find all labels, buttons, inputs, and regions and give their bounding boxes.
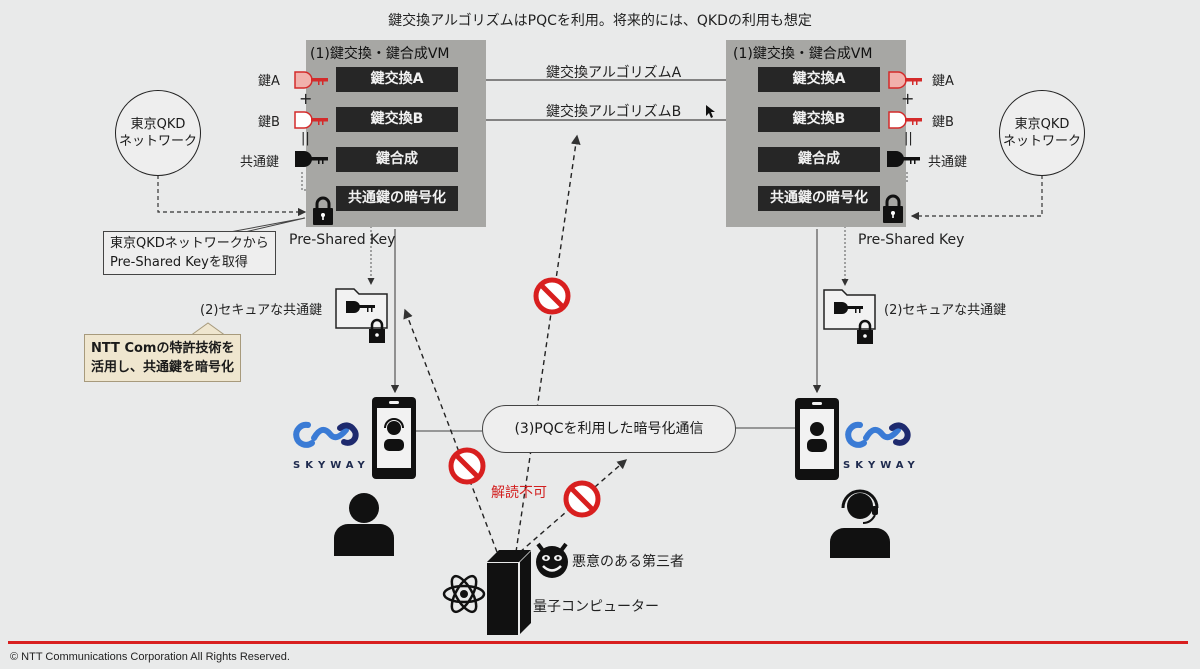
- right-qkd-network-circle: 東京QKD ネットワーク: [999, 90, 1085, 176]
- key-a-icon: [888, 71, 922, 89]
- psk-callout: 東京QKDネットワークから Pre-Shared Keyを取得: [103, 231, 276, 275]
- note-line1: NTT Comの特許技術を: [91, 341, 235, 356]
- right-lock-to-secure-key-dotted: [841, 216, 880, 286]
- right-common-key-label: 共通鍵: [928, 155, 968, 170]
- common-key-icon: [295, 151, 328, 167]
- smartphone-operator-icon: [372, 397, 416, 479]
- callout-line1: 東京QKDネットワークから: [110, 236, 269, 251]
- quantum-computer-label: 量子コンピューター: [533, 599, 659, 615]
- secure-key-folder-icon: [335, 288, 388, 343]
- right-key-exchange-a-box: 鍵交換A: [758, 67, 880, 92]
- lock-icon: [883, 194, 903, 223]
- left-key-exchange-a-box: 鍵交換A: [336, 67, 458, 92]
- common-key-icon: [887, 151, 920, 167]
- left-key-exchange-b-box: 鍵交換B: [336, 107, 458, 132]
- right-key-encryption-box: 共通鍵の暗号化: [758, 186, 880, 211]
- right-vm-title: (1)鍵交換・鍵合成VM: [733, 46, 873, 62]
- operator-headset-person-icon: [830, 489, 890, 558]
- mouse-cursor-icon: [706, 105, 715, 118]
- left-qkd-dashed-path: [157, 168, 307, 217]
- right-key-exchange-b-box: 鍵交換B: [758, 107, 880, 132]
- pqc-communication-pill: (3)PQCを利用した暗号化通信: [482, 405, 736, 453]
- right-qkd-dashed-path: [910, 168, 1043, 221]
- key-b-icon: [294, 111, 328, 129]
- attack-arrow-to-algorithm: [515, 134, 581, 553]
- right-key-b-label: 鍵B: [932, 115, 954, 130]
- left-equals-sign: ||: [301, 131, 310, 146]
- note-line2: 活用し、共通鍵を暗号化: [91, 360, 235, 375]
- attack-arrow-to-secure-key: [403, 308, 498, 553]
- left-secure-key-label: (2)セキュアな共通鍵: [200, 303, 323, 318]
- left-vm-title: (1)鍵交換・鍵合成VM: [310, 46, 450, 62]
- skyway-wordmark: SKYWAY: [843, 460, 920, 471]
- left-key-synthesis-box: 鍵合成: [336, 147, 458, 172]
- undecipherable-label: 解読不可: [491, 485, 547, 501]
- left-key-b-label: 鍵B: [258, 115, 280, 130]
- prohibited-icon: [448, 447, 486, 485]
- right-key-a-label: 鍵A: [932, 74, 954, 89]
- right-secure-key-label: (2)セキュアな共通鍵: [884, 303, 1007, 318]
- callout-line2: Pre-Shared Keyを取得: [110, 255, 248, 270]
- left-pre-shared-key-label: Pre-Shared Key: [289, 232, 396, 248]
- qkd-network-line2: ネットワーク: [118, 134, 197, 149]
- algorithm-b-label: 鍵交換アルゴリズムB: [546, 104, 682, 120]
- key-a-icon: [294, 71, 328, 89]
- patent-note: NTT Comの特許技術を 活用し、共通鍵を暗号化: [84, 334, 242, 382]
- key-b-icon: [888, 111, 922, 129]
- left-plus-sign: +: [299, 89, 313, 108]
- secure-key-folder-icon: [823, 289, 876, 344]
- qkd-network-line1: 東京QKD: [130, 117, 186, 132]
- right-pre-shared-key-label: Pre-Shared Key: [858, 232, 965, 248]
- qkd-network-line2: ネットワーク: [1002, 134, 1081, 149]
- atom-icon: [442, 574, 486, 614]
- algorithm-a-label: 鍵交換アルゴリズムA: [546, 65, 682, 81]
- lock-icon: [313, 196, 333, 225]
- footer-divider: [8, 641, 1188, 644]
- quantum-computer-icon: [487, 550, 531, 635]
- user-person-icon: [334, 493, 394, 556]
- prohibited-icon: [563, 480, 601, 518]
- prohibited-icon: [533, 277, 571, 315]
- skyway-logo-icon: [293, 421, 359, 448]
- right-equals-sign: ||: [904, 131, 913, 146]
- left-common-key-label: 共通鍵: [240, 155, 280, 170]
- skyway-wordmark: SKYWAY: [293, 460, 370, 471]
- pqc-communication-label: (3)PQCを利用した暗号化通信: [514, 421, 704, 437]
- malicious-devil-face-icon: [536, 542, 568, 578]
- copyright-footer: © NTT Communications Corporation All Rig…: [10, 651, 290, 663]
- skyway-logo-icon: [845, 421, 911, 448]
- right-key-synthesis-box: 鍵合成: [758, 147, 880, 172]
- right-plus-sign: +: [901, 89, 915, 108]
- page-title: 鍵交換アルゴリズムはPQCを利用。将来的には、QKDの利用も想定: [388, 13, 812, 29]
- callout-pointer: [229, 217, 306, 233]
- qkd-network-line1: 東京QKD: [1014, 117, 1070, 132]
- left-key-encryption-box: 共通鍵の暗号化: [336, 186, 458, 211]
- malicious-third-party-label: 悪意のある第三者: [572, 554, 684, 570]
- left-key-a-label: 鍵A: [258, 74, 280, 89]
- smartphone-user-icon: [795, 398, 839, 480]
- left-qkd-network-circle: 東京QKD ネットワーク: [115, 90, 201, 176]
